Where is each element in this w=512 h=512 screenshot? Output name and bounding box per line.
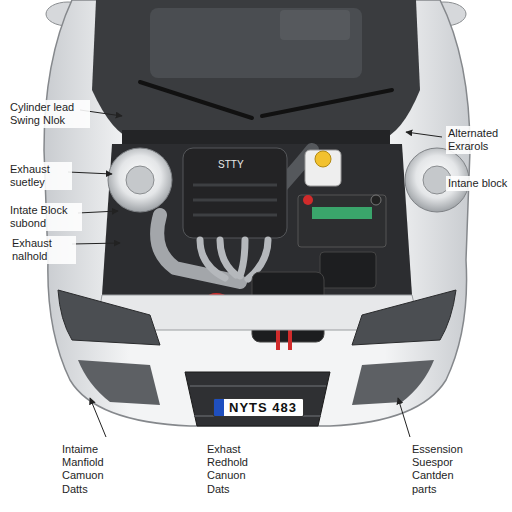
reservoir [305, 150, 341, 186]
reservoir-cap [315, 151, 331, 167]
plate-text: NYTS 483 [229, 400, 297, 415]
part-label: Exhast Redhold Canuon Dats [205, 442, 269, 497]
leader-line [68, 110, 472, 437]
part-label: Exhaust suetley [8, 162, 72, 190]
panel [280, 10, 350, 40]
part-label: Exhaust nalhold [10, 236, 76, 264]
hose [278, 330, 290, 350]
panel [150, 8, 362, 78]
strut-top [126, 166, 154, 194]
part-label: Intate Block subond [8, 203, 82, 231]
engine-badge: STTY [216, 158, 270, 172]
part-label: Cylinder lead Swing Nlok [8, 100, 90, 128]
cowl-grille [122, 130, 390, 144]
terminal [303, 195, 313, 205]
car-body [44, 0, 470, 426]
battery [298, 195, 386, 247]
terminal [371, 195, 381, 205]
wiper [140, 82, 252, 118]
engine-cover [183, 148, 287, 238]
cowl [92, 0, 420, 140]
fuse-box [320, 252, 376, 288]
cover-ridge [193, 185, 277, 215]
part-label: Intaime Manfiold Camuon Datts [60, 442, 124, 497]
wiper [262, 90, 392, 116]
headlight [352, 290, 456, 345]
grille [185, 372, 330, 426]
grille-bar [190, 386, 326, 416]
license-plate: NYTS 483 [213, 398, 304, 417]
strut-top [108, 148, 172, 212]
part-label: Alternated Exrarols [446, 126, 512, 154]
part-label: Essension Suespor Cantden parts [410, 442, 478, 497]
headlight [58, 290, 160, 345]
battery-label [312, 207, 372, 219]
part-label: Intane block [446, 176, 512, 191]
side-intake [352, 360, 434, 405]
